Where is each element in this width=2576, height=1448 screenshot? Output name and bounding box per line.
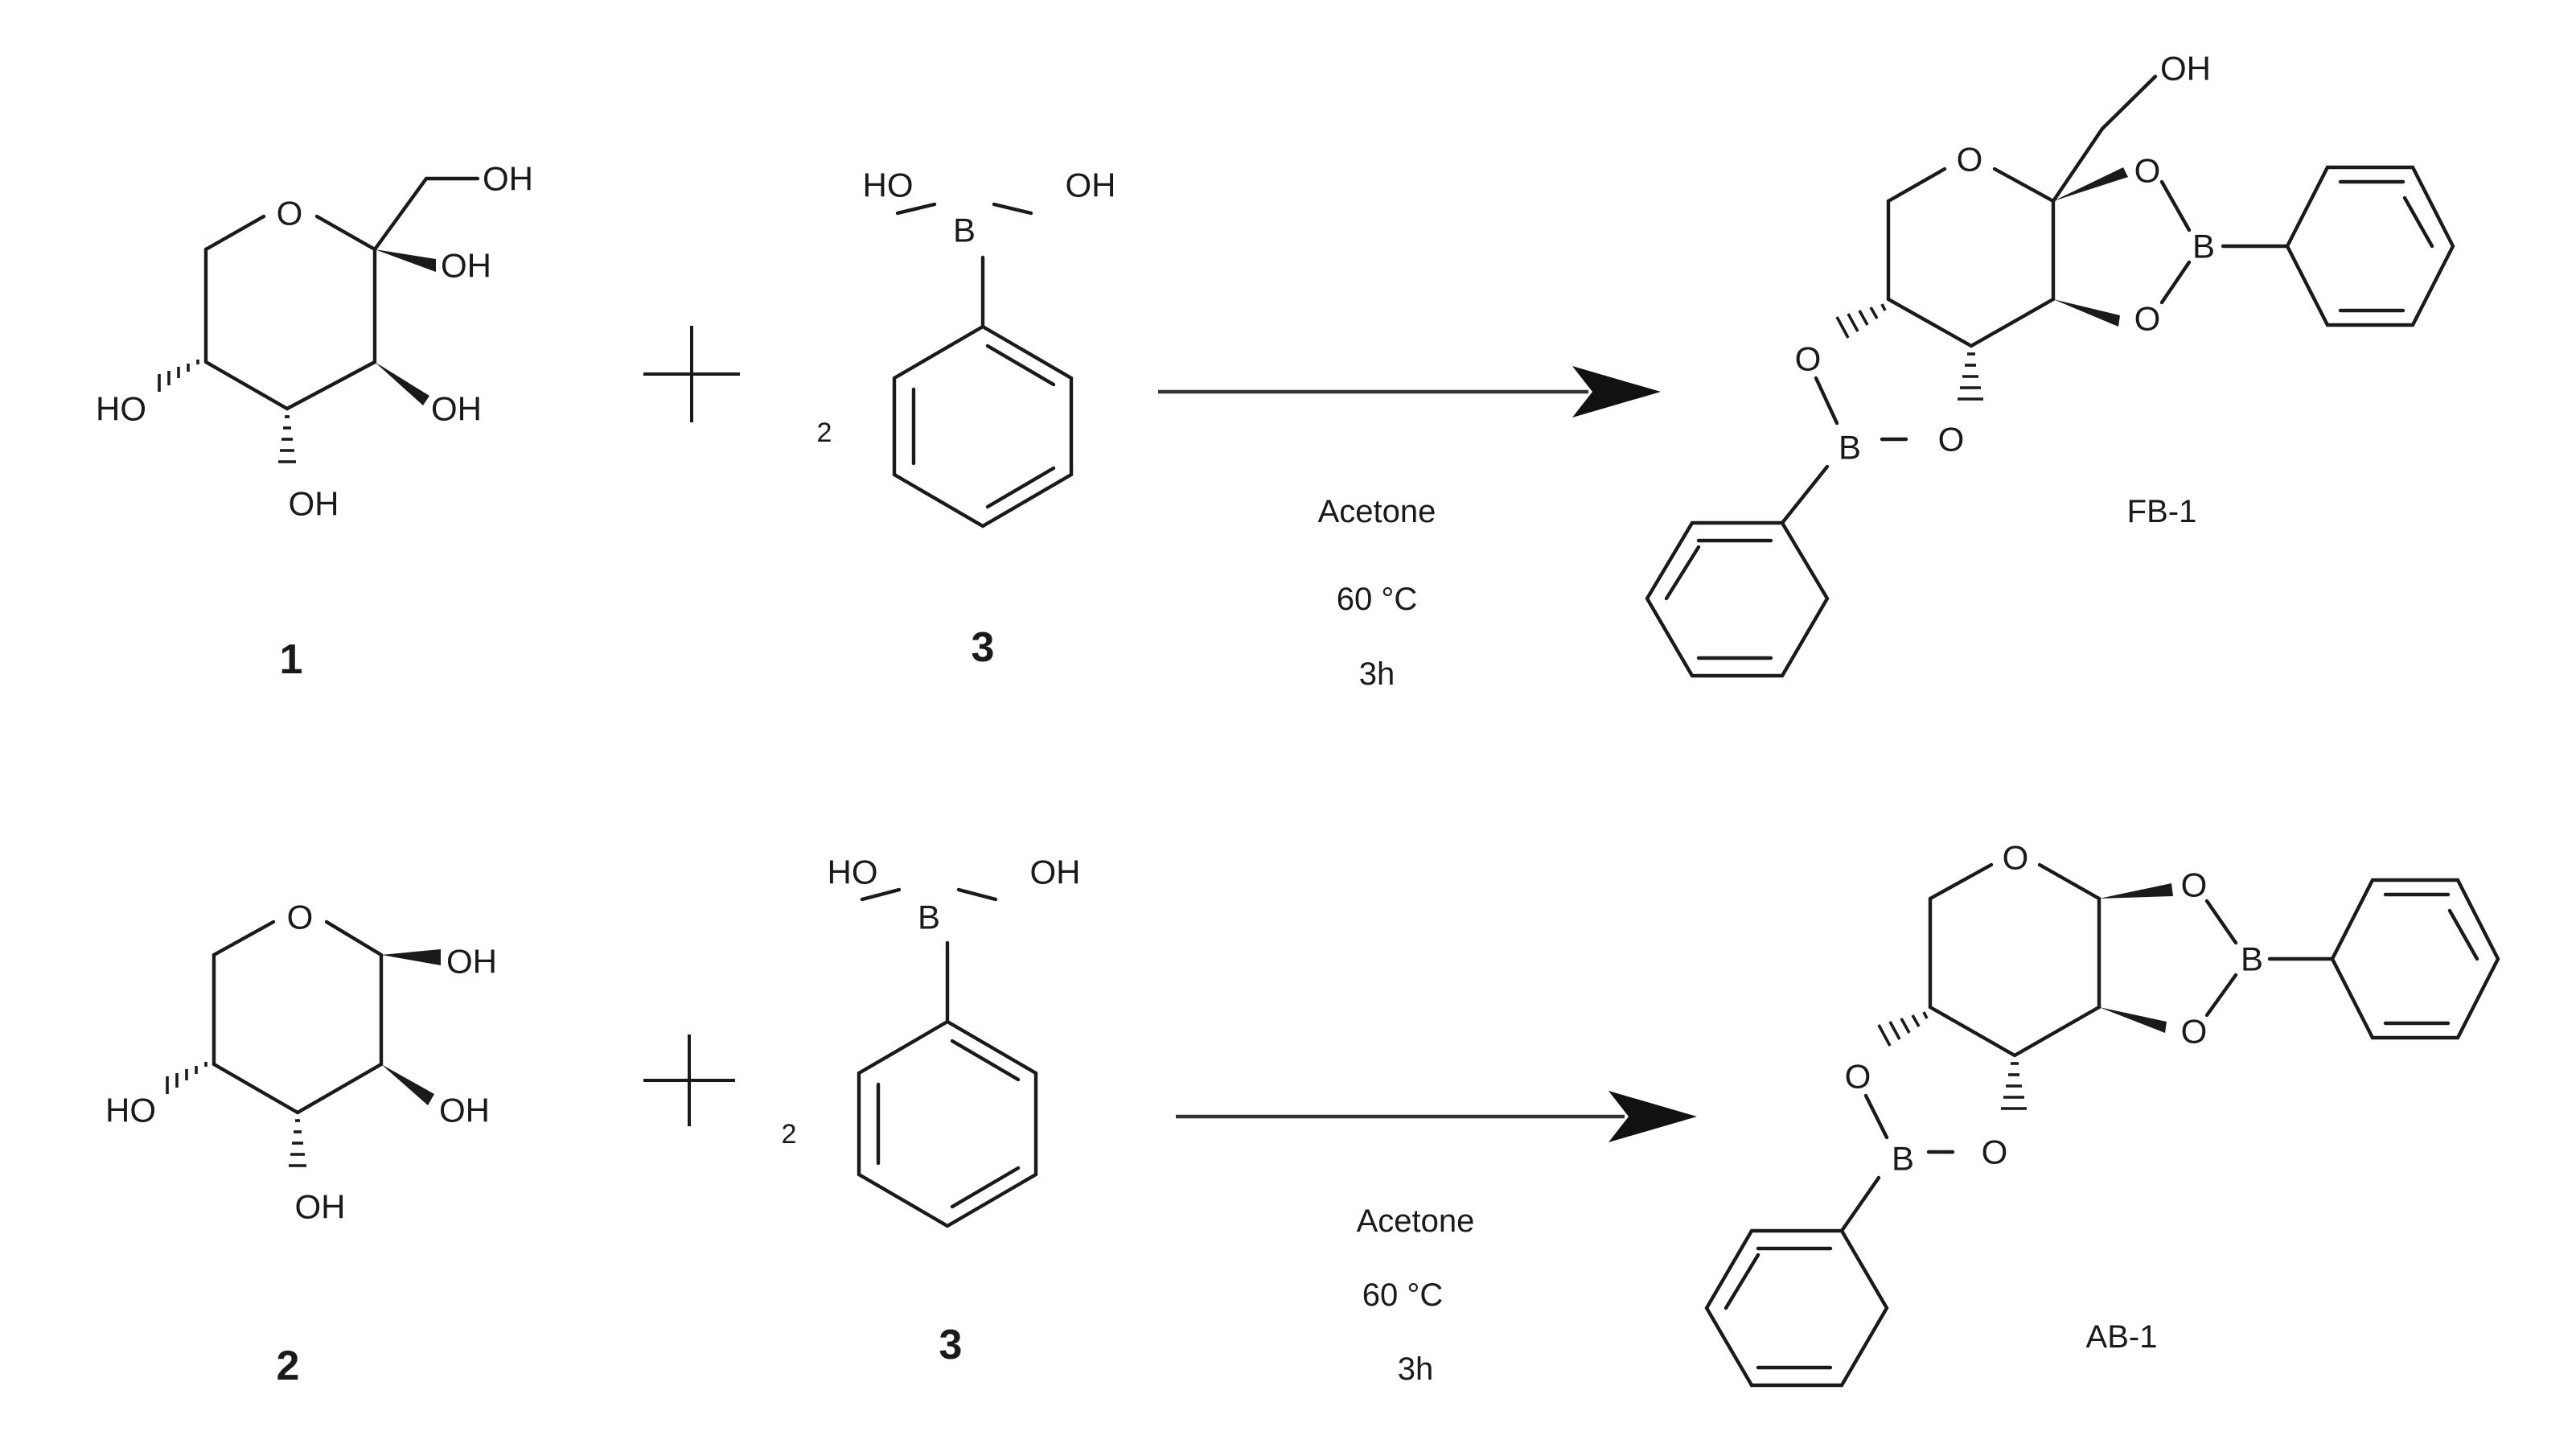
condition-time: 3h: [1398, 1351, 1434, 1387]
ch2oh-hydroxyl-label: OH: [483, 160, 533, 198]
boron-2-label: B: [1892, 1140, 1914, 1178]
product-structure-ab1: O O O B O O B: [1704, 839, 2500, 1388]
boronate-oxygen-1-label: O: [2181, 866, 2208, 904]
plus-sign-1: [643, 326, 740, 422]
compound-number-1: 1: [280, 636, 303, 683]
ch2oh-hydroxyl-label: OH: [2160, 50, 2211, 88]
reaction-row-2: O OH OH OH HO 2 2 B HO OH 3: [105, 839, 2500, 1389]
boronate-oxygen-4-label: O: [1938, 421, 1965, 459]
c3-hydroxyl-label: OH: [431, 390, 482, 428]
reactant-1-structure: O OH OH OH OH HO: [96, 160, 533, 523]
stoich-coefficient: 2: [782, 1119, 797, 1150]
boronate-oxygen-3-label: O: [1845, 1058, 1871, 1096]
ring-oxygen-label: O: [1957, 141, 1983, 179]
boron-label: B: [953, 212, 976, 249]
reaction-row-1: O OH OH OH OH HO 1 2 B HO OH 3: [96, 50, 2455, 692]
product-label-ab1: AB-1: [2086, 1319, 2158, 1355]
reaction-arrow-2: [1176, 1091, 1697, 1142]
condition-solvent: Acetone: [1357, 1203, 1475, 1239]
anomeric-hydroxyl-label: OH: [446, 943, 497, 981]
c4-hydroxyl-label: OH: [289, 485, 339, 523]
condition-temperature: 60 °C: [1337, 582, 1418, 617]
condition-temperature: 60 °C: [1362, 1277, 1444, 1313]
reactant-1-structure: O OH OH OH HO: [105, 899, 497, 1226]
c3-hydroxyl-label: OH: [295, 1188, 346, 1226]
c2-hydroxyl-label: OH: [439, 1092, 490, 1129]
boron-2-label: B: [1839, 429, 1861, 467]
product-label-fb1: FB-1: [2127, 494, 2197, 529]
boronate-oxygen-1-label: O: [2134, 152, 2161, 190]
condition-time: 3h: [1359, 656, 1395, 692]
plus-sign-2: [643, 1035, 735, 1126]
boronate-oxygen-2-label: O: [2181, 1013, 2208, 1051]
boron-1-label: B: [2241, 940, 2263, 978]
stoich-coefficient: 2: [817, 418, 832, 448]
ring-oxygen-label: O: [287, 899, 314, 936]
anomeric-hydroxyl-label: OH: [441, 247, 491, 285]
boronate-oxygen-2-label: O: [2134, 300, 2161, 338]
c5-hydroxyl-label: HO: [96, 390, 146, 428]
boronic-hydroxyl-right-label: OH: [1066, 167, 1116, 204]
c4-hydroxyl-label: HO: [105, 1092, 156, 1129]
boronic-hydroxyl-right-label: OH: [1030, 854, 1081, 891]
boron-label: B: [918, 899, 940, 936]
boronic-hydroxyl-left-label: HO: [828, 854, 878, 891]
compound-number-3: 3: [939, 1322, 963, 1368]
ring-oxygen-label: O: [277, 195, 303, 232]
reactant-2-structure: B HO OH: [863, 167, 1116, 529]
compound-number-3: 3: [972, 624, 995, 671]
reactant-2-structure: B HO OH: [828, 854, 1081, 1228]
reaction-arrow-1: [1158, 366, 1661, 418]
ring-oxygen-label: O: [2003, 839, 2029, 877]
boronic-hydroxyl-left-label: HO: [863, 167, 914, 204]
product-structure-fb1: O OH O O B O O B: [1645, 50, 2455, 678]
boronate-oxygen-4-label: O: [1982, 1133, 2008, 1171]
boron-1-label: B: [2192, 228, 2215, 265]
condition-solvent: Acetone: [1318, 494, 1436, 529]
compound-number-2: 2: [277, 1343, 300, 1389]
boronate-oxygen-3-label: O: [1795, 340, 1822, 378]
